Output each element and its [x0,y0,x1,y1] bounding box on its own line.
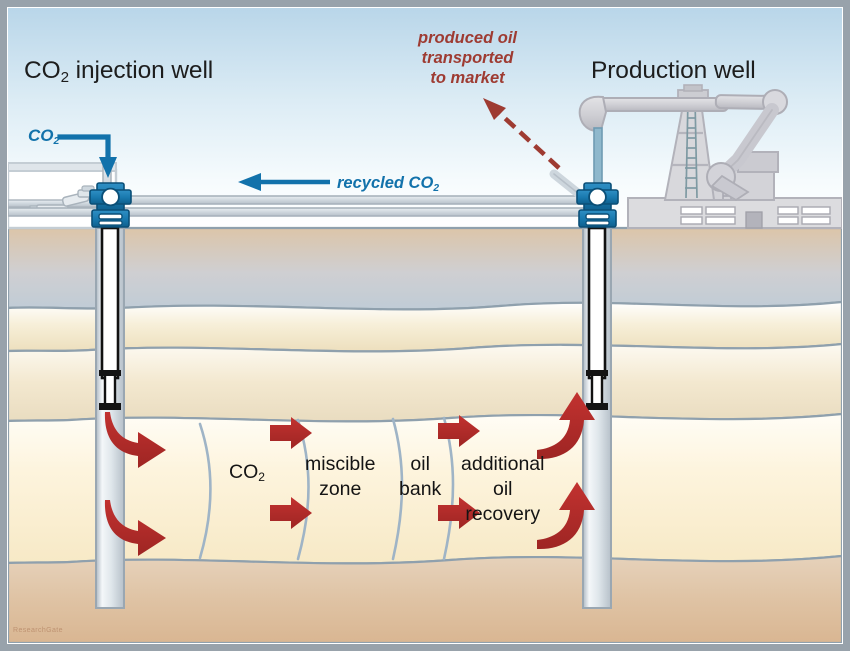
page-title-production-well: Production well [591,57,756,84]
page-title-injection-well: CO2 injection well [24,57,214,86]
transfer-arrow-co2-top [270,417,312,449]
injection-tubing-lower [103,370,117,410]
injection-well-title-text: CO2 injection well [24,57,214,86]
transfer-arrow-oil-bottom [438,497,480,529]
plant-door [745,211,763,229]
co2-source-arrow [57,134,117,178]
injection-tubing-upper [100,226,120,380]
co2-injection-flow-arrows [104,412,166,556]
pumpjack-horsehead [578,95,608,132]
plant-windows [680,206,831,225]
polished-rod [593,127,603,191]
recycled-co2-arrow [238,173,330,191]
co2-zone-label: CO2 [229,461,265,485]
stratum-sand-band [8,300,842,353]
injection-flow-arrow-bottom [104,500,166,556]
watermark-text: ResearchGate [13,627,63,634]
recycled-co2-label: recycled CO2 [337,174,439,194]
production-facility-structure [578,84,842,229]
stratum-basement-rock [8,554,842,643]
co2-injection-well [95,164,125,609]
production-flow-arrow-top [537,392,595,460]
production-valve-wheel[interactable] [588,187,607,207]
injection-wellhead-valve[interactable] [89,182,132,228]
injection-packer-lower [99,403,121,410]
production-tubing-lower [590,370,604,410]
stratum-topsoil [8,226,842,311]
production-wellhead-valve[interactable] [576,182,619,228]
injection-packer-upper [99,370,121,376]
production-flow-arrow-bottom [537,482,595,550]
produced-oil-arrow [483,98,561,170]
zone-transfer-arrows [270,415,480,529]
co2-source-label: CO2 [28,126,60,147]
pumpjack-beam [578,89,788,202]
transfer-arrow-co2-bottom [270,497,312,529]
production-packer-upper [586,370,608,376]
transfer-arrow-oil-top [438,415,480,447]
production-well-title-text: Production well [591,57,756,84]
production-packer-lower [586,403,608,410]
injection-valve-wheel[interactable] [101,187,120,207]
injection-flow-arrow-top [104,412,166,468]
production-tubing-upper [587,226,607,380]
stratum-caprock [8,342,842,423]
oil-production-flow-arrows [537,392,595,550]
